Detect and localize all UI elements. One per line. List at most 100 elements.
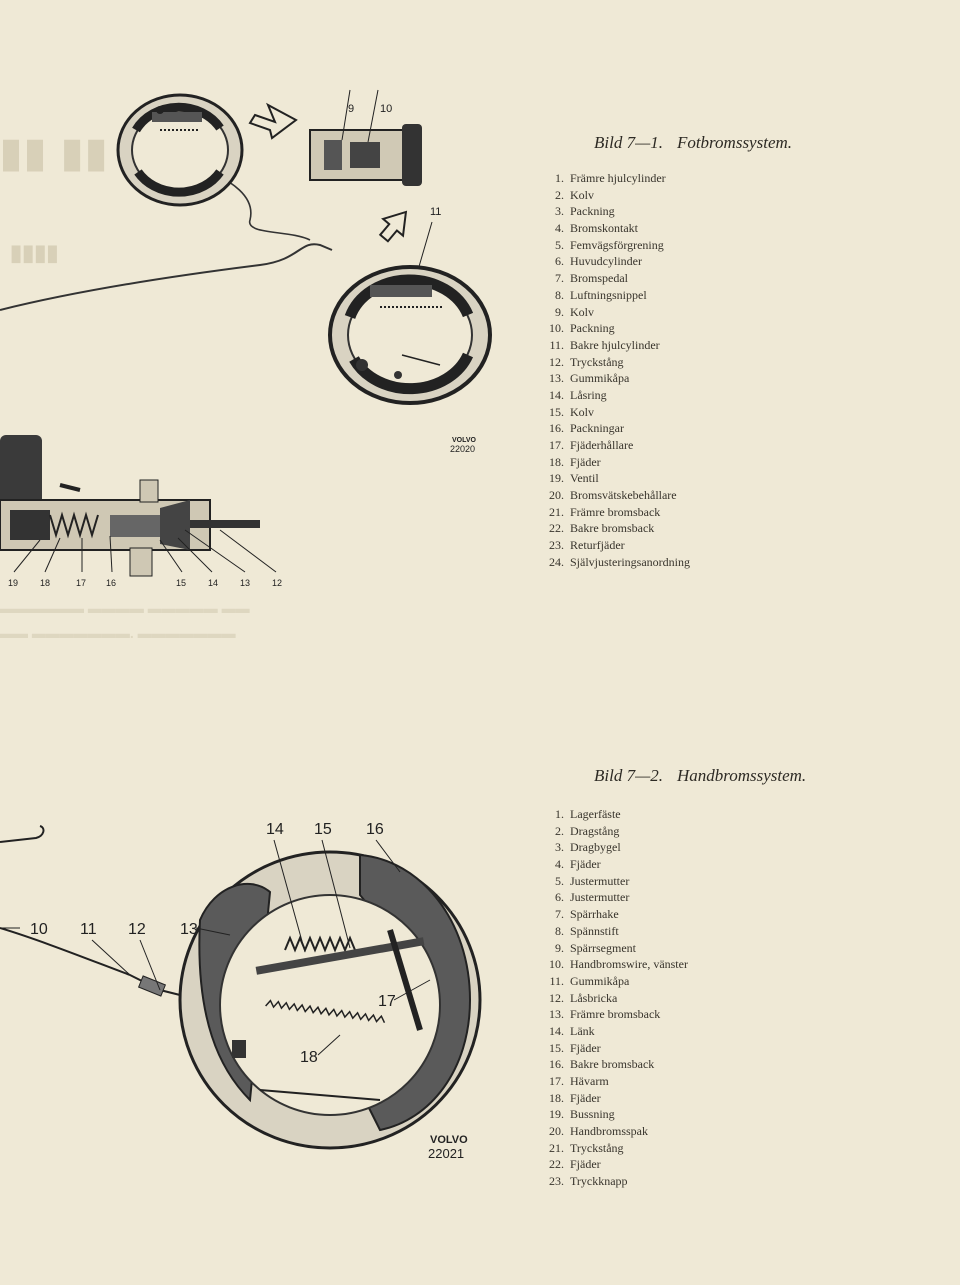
callout-label: 12	[272, 578, 282, 588]
legend-item-number: 14.	[549, 1023, 564, 1038]
legend-item-number: 22.	[549, 521, 564, 536]
legend-item-text: Huvudcylinder	[570, 254, 642, 269]
legend-item-number: 7.	[555, 907, 564, 922]
legend-item-number: 9.	[555, 304, 564, 319]
legend-item-number: 11.	[549, 337, 564, 352]
legend-item-number: 5.	[555, 237, 564, 252]
callout-label: 12	[128, 921, 146, 938]
callout-label: 16	[106, 578, 116, 588]
legend-item-number: 16.	[549, 421, 564, 436]
legend-item-text: Bromskontakt	[570, 221, 638, 236]
legend-item: 7.Bromspedal	[538, 270, 690, 287]
handbrake-cable	[0, 927, 201, 1001]
legend-item: 8.Spännstift	[538, 923, 688, 940]
legend-item: 24.Självjusteringsanordning	[538, 554, 690, 571]
legend-item: 16. Bakre bromsback	[538, 1056, 688, 1073]
callout-label: 10	[30, 921, 48, 938]
legend-item-text: Justermutter	[570, 873, 630, 888]
callout-label: 18	[40, 578, 50, 588]
foot-brake-illustration: 9 10 11 VOLVO 22020	[0, 89, 492, 588]
legend-item-number: 4.	[555, 857, 564, 872]
front-wheel-brake	[116, 93, 244, 207]
legend-item-number: 21.	[549, 1140, 564, 1155]
legend-item-text: Låsbricka	[570, 990, 618, 1005]
legend-item-number: 11.	[549, 973, 564, 988]
callout-label: 13	[180, 921, 198, 938]
legend-item: 17.Fjäderhållare	[538, 437, 690, 454]
legend-item: 6. Justermutter	[538, 889, 688, 906]
show-through-ghost: ▬▬▬▬▬▬ ▬▬▬▬ ▬▬▬▬▬ ▬▬	[0, 600, 250, 616]
legend-item-text: Bussning	[570, 1107, 615, 1122]
legend-item-number: 16.	[549, 1057, 564, 1072]
legend-item-number: 8.	[555, 287, 564, 302]
legend-item: 7.Spärrhake	[538, 906, 688, 923]
legend-item-number: 9.	[555, 940, 564, 955]
legend-item: 3. Packning	[538, 203, 690, 220]
legend-item: 17.Hävarm	[538, 1073, 688, 1090]
legend-item-number: 2.	[555, 187, 564, 202]
legend-item-text: Returfjäder	[570, 538, 625, 553]
legend-item-text: Packning	[570, 204, 615, 219]
legend-item: 3.Dragbygel	[538, 839, 688, 856]
master-cylinder-leader-lines	[13, 529, 277, 573]
legend-item-text: Tryckstång	[570, 1140, 624, 1155]
legend-item-number: 12.	[549, 990, 564, 1005]
legend-item-text: Tryckknapp	[570, 1174, 628, 1189]
legend-item-text: Tryckstång	[570, 354, 624, 369]
legend-item: 18.Fjäder	[538, 1090, 688, 1107]
figure2-caption-number: Bild 7—2.	[594, 766, 663, 785]
legend-item-text: Bakre bromsback	[570, 1057, 655, 1072]
legend-item: 16. Packningar	[538, 420, 690, 437]
legend-item: 9.Spärrsegment	[538, 940, 688, 957]
legend-item: 19.Bussning	[538, 1106, 688, 1123]
legend-item-number: 3.	[555, 204, 564, 219]
figure-number-mark: 22020	[450, 444, 475, 454]
legend-item: 21. Främre bromsback	[538, 504, 690, 521]
legend-item-number: 14.	[549, 387, 564, 402]
legend-item-number: 20.	[549, 1124, 564, 1139]
legend-item-text: Fjäder	[570, 1040, 601, 1055]
legend-item-text: Fjäder	[570, 454, 601, 469]
callout-label: 13	[240, 578, 250, 588]
legend-item-number: 6.	[555, 890, 564, 905]
spring	[265, 999, 386, 1023]
legend-item-text: Dragstång	[570, 823, 620, 838]
legend-item: 22.Bakre bromsback	[538, 520, 690, 537]
legend-item-number: 13.	[549, 371, 564, 386]
legend-item-text: Främre bromsback	[570, 504, 661, 519]
rear-wheel-brake	[328, 265, 492, 405]
legend-item-text: Fjäderhållare	[570, 438, 634, 452]
legend-item-number: 24.	[549, 554, 564, 569]
legend-item-text: Kolv	[570, 404, 594, 419]
legend-item-text: Ventil	[570, 471, 599, 486]
show-through-ghost: ▬▬ ▬▬▬▬▬▬▬. ▬▬▬▬▬▬▬	[0, 625, 236, 641]
legend-item: 23.Returfjäder	[538, 537, 690, 554]
legend-item-number: 17.	[549, 1074, 564, 1088]
legend-item: 14.Länk	[538, 1023, 688, 1040]
legend-item: 2.Kolv	[538, 187, 690, 204]
callout-label: 17	[378, 993, 396, 1010]
legend-item-text: Handbromswire, vänster	[570, 957, 688, 972]
legend-item: 12. Låsbricka	[538, 990, 688, 1007]
legend-item-text: Justermutter	[570, 890, 630, 905]
legend-item-text: Fjäder	[570, 1157, 601, 1172]
legend-item-number: 8.	[555, 923, 564, 938]
figure2-caption-title: Handbromssystem.	[676, 766, 807, 785]
callout-label: 19	[8, 578, 18, 588]
legend-item-text: Främre bromsback	[570, 1007, 661, 1022]
legend-item-text: Packningar	[570, 421, 624, 436]
callout-label: 17	[76, 578, 86, 588]
legend-item: 6.Huvudcylinder	[538, 253, 690, 270]
legend-item-number: 1.	[555, 807, 564, 821]
legend-item-text: Kolv	[570, 304, 594, 319]
callout-label: 16	[366, 821, 384, 838]
callout-label: 9	[348, 103, 354, 115]
legend-item: 2.Dragstång	[538, 823, 688, 840]
legend-item-number: 3.	[555, 840, 564, 855]
legend-item: 13.Gummikåpa	[538, 370, 690, 387]
legend-item-number: 13.	[549, 1007, 564, 1022]
legend-item-number: 21.	[549, 504, 564, 519]
legend-item-number: 18.	[549, 454, 564, 469]
